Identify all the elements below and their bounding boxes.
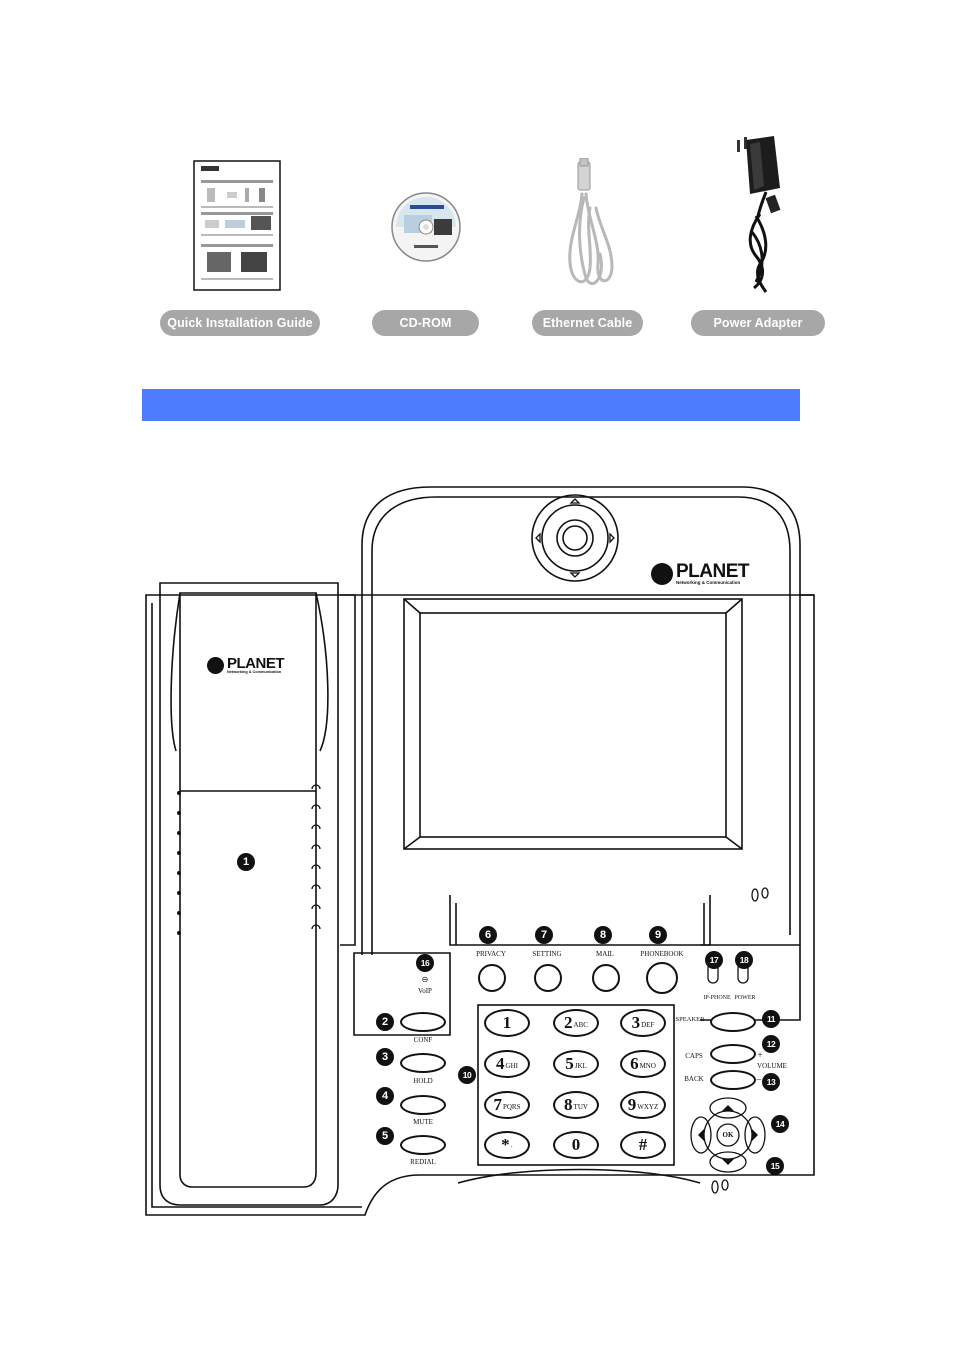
keypad-letters: TUV bbox=[573, 1103, 588, 1111]
cd-rom-label: CD-ROM bbox=[372, 310, 479, 336]
volume-down-button[interactable] bbox=[710, 1070, 756, 1090]
keypad-letters: JKL bbox=[574, 1062, 587, 1070]
callout-9: 9 bbox=[649, 926, 667, 944]
redial-button[interactable] bbox=[400, 1135, 446, 1155]
callout-8: 8 bbox=[594, 926, 612, 944]
nav-left-button[interactable] bbox=[692, 1120, 710, 1152]
section-header-bar bbox=[142, 389, 800, 421]
privacy-button[interactable] bbox=[478, 964, 506, 992]
voip-indicator-icon: ⊖ bbox=[421, 975, 429, 984]
speaker-label: SPEAKER bbox=[675, 1016, 705, 1023]
volume-plus-label: + bbox=[757, 1050, 763, 1060]
callout-7: 7 bbox=[535, 926, 553, 944]
quick-installation-guide-label: Quick Installation Guide bbox=[160, 310, 320, 336]
back-label: BACK bbox=[684, 1075, 704, 1083]
volume-minus-label: – bbox=[756, 1074, 762, 1084]
nav-down-button[interactable] bbox=[712, 1152, 744, 1170]
nav-up-button[interactable] bbox=[712, 1100, 744, 1118]
setting-label: SETTING bbox=[532, 950, 562, 958]
keypad-digit: * bbox=[501, 1135, 510, 1154]
keypad-digit: 4 bbox=[496, 1054, 505, 1073]
callout-1: 1 bbox=[237, 853, 255, 871]
nav-right-button[interactable] bbox=[746, 1120, 764, 1152]
ok-label: OK bbox=[722, 1131, 734, 1139]
keypad-key[interactable]: *· bbox=[484, 1131, 530, 1159]
cd-rom-icon bbox=[390, 191, 462, 263]
setting-button[interactable] bbox=[534, 964, 562, 992]
ethernet-cable-icon bbox=[560, 157, 620, 293]
planet-logo-screen: PLANET Networking & Communication bbox=[651, 562, 750, 586]
phonebook-button[interactable] bbox=[646, 962, 678, 994]
privacy-label: PRIVACY bbox=[476, 950, 506, 958]
callout-2: 2 bbox=[376, 1013, 394, 1031]
callout-6: 6 bbox=[479, 926, 497, 944]
power-label: POWER bbox=[734, 995, 756, 1001]
caps-label: CAPS bbox=[685, 1052, 703, 1060]
callout-4: 4 bbox=[376, 1087, 394, 1105]
ok-button[interactable]: OK bbox=[717, 1124, 739, 1146]
keypad-digit: 7 bbox=[493, 1095, 502, 1114]
keypad-digit: # bbox=[638, 1135, 648, 1154]
callout-10: 10 bbox=[458, 1066, 476, 1084]
guide-booklet-icon bbox=[193, 160, 281, 291]
hold-label: HOLD bbox=[413, 1077, 433, 1085]
keypad-key[interactable]: 0 bbox=[553, 1131, 599, 1159]
callout-16: 16 bbox=[416, 954, 434, 972]
callout-3: 3 bbox=[376, 1048, 394, 1066]
mail-label: MAIL bbox=[596, 950, 614, 958]
callout-18: 18 bbox=[735, 951, 753, 969]
volume-up-button[interactable] bbox=[710, 1044, 756, 1064]
keypad-key[interactable]: # bbox=[620, 1131, 666, 1159]
mute-label: MUTE bbox=[413, 1118, 433, 1126]
keypad-digit: 5 bbox=[565, 1054, 574, 1073]
keypad-digit: 2 bbox=[564, 1013, 573, 1032]
power-adapter-label: Power Adapter bbox=[691, 310, 825, 336]
hold-button[interactable] bbox=[400, 1053, 446, 1073]
callout-15: 15 bbox=[766, 1157, 784, 1175]
keypad-digit: 0 bbox=[571, 1135, 581, 1154]
mail-button[interactable] bbox=[592, 964, 620, 992]
phonebook-label: PHONEBOOK bbox=[640, 950, 684, 958]
volume-label: VOLUME bbox=[757, 1062, 787, 1070]
keypad-letters: · bbox=[510, 1143, 513, 1151]
conf-label: CONF bbox=[413, 1036, 433, 1044]
keypad-letters: MNO bbox=[639, 1062, 656, 1070]
speaker-button[interactable] bbox=[710, 1012, 756, 1032]
power-adapter-icon bbox=[730, 132, 790, 298]
keypad-digit: 1 bbox=[502, 1013, 512, 1032]
keypad-letters: DEF bbox=[641, 1021, 655, 1029]
callout-5: 5 bbox=[376, 1127, 394, 1145]
keypad-letters: WXYZ bbox=[637, 1103, 659, 1111]
callout-12: 12 bbox=[762, 1035, 780, 1053]
callout-17: 17 bbox=[705, 951, 723, 969]
keypad-digit: 9 bbox=[627, 1095, 637, 1114]
callout-13: 13 bbox=[762, 1073, 780, 1091]
keypad-letters: GHI bbox=[505, 1062, 518, 1070]
redial-label: REDIAL bbox=[410, 1158, 436, 1166]
voip-label: VoIP bbox=[418, 987, 432, 995]
keypad-digit: 6 bbox=[630, 1054, 639, 1073]
keypad-key[interactable]: 1 bbox=[484, 1009, 530, 1037]
keypad-digit: 8 bbox=[564, 1095, 573, 1114]
conf-button[interactable] bbox=[400, 1012, 446, 1032]
callout-14: 14 bbox=[771, 1115, 789, 1133]
ethernet-cable-label: Ethernet Cable bbox=[532, 310, 643, 336]
callout-11: 11 bbox=[762, 1010, 780, 1028]
keypad-digit: 3 bbox=[631, 1013, 641, 1032]
mute-button[interactable] bbox=[400, 1095, 446, 1115]
keypad-letters: PQRS bbox=[502, 1103, 521, 1111]
ip-phone-label: IP-PHONE bbox=[703, 995, 731, 1001]
keypad-letters: ABC bbox=[573, 1021, 588, 1029]
planet-logo-handset: PLANET Networking & Communication bbox=[207, 656, 285, 675]
ip-phone-drawing bbox=[140, 475, 820, 1220]
